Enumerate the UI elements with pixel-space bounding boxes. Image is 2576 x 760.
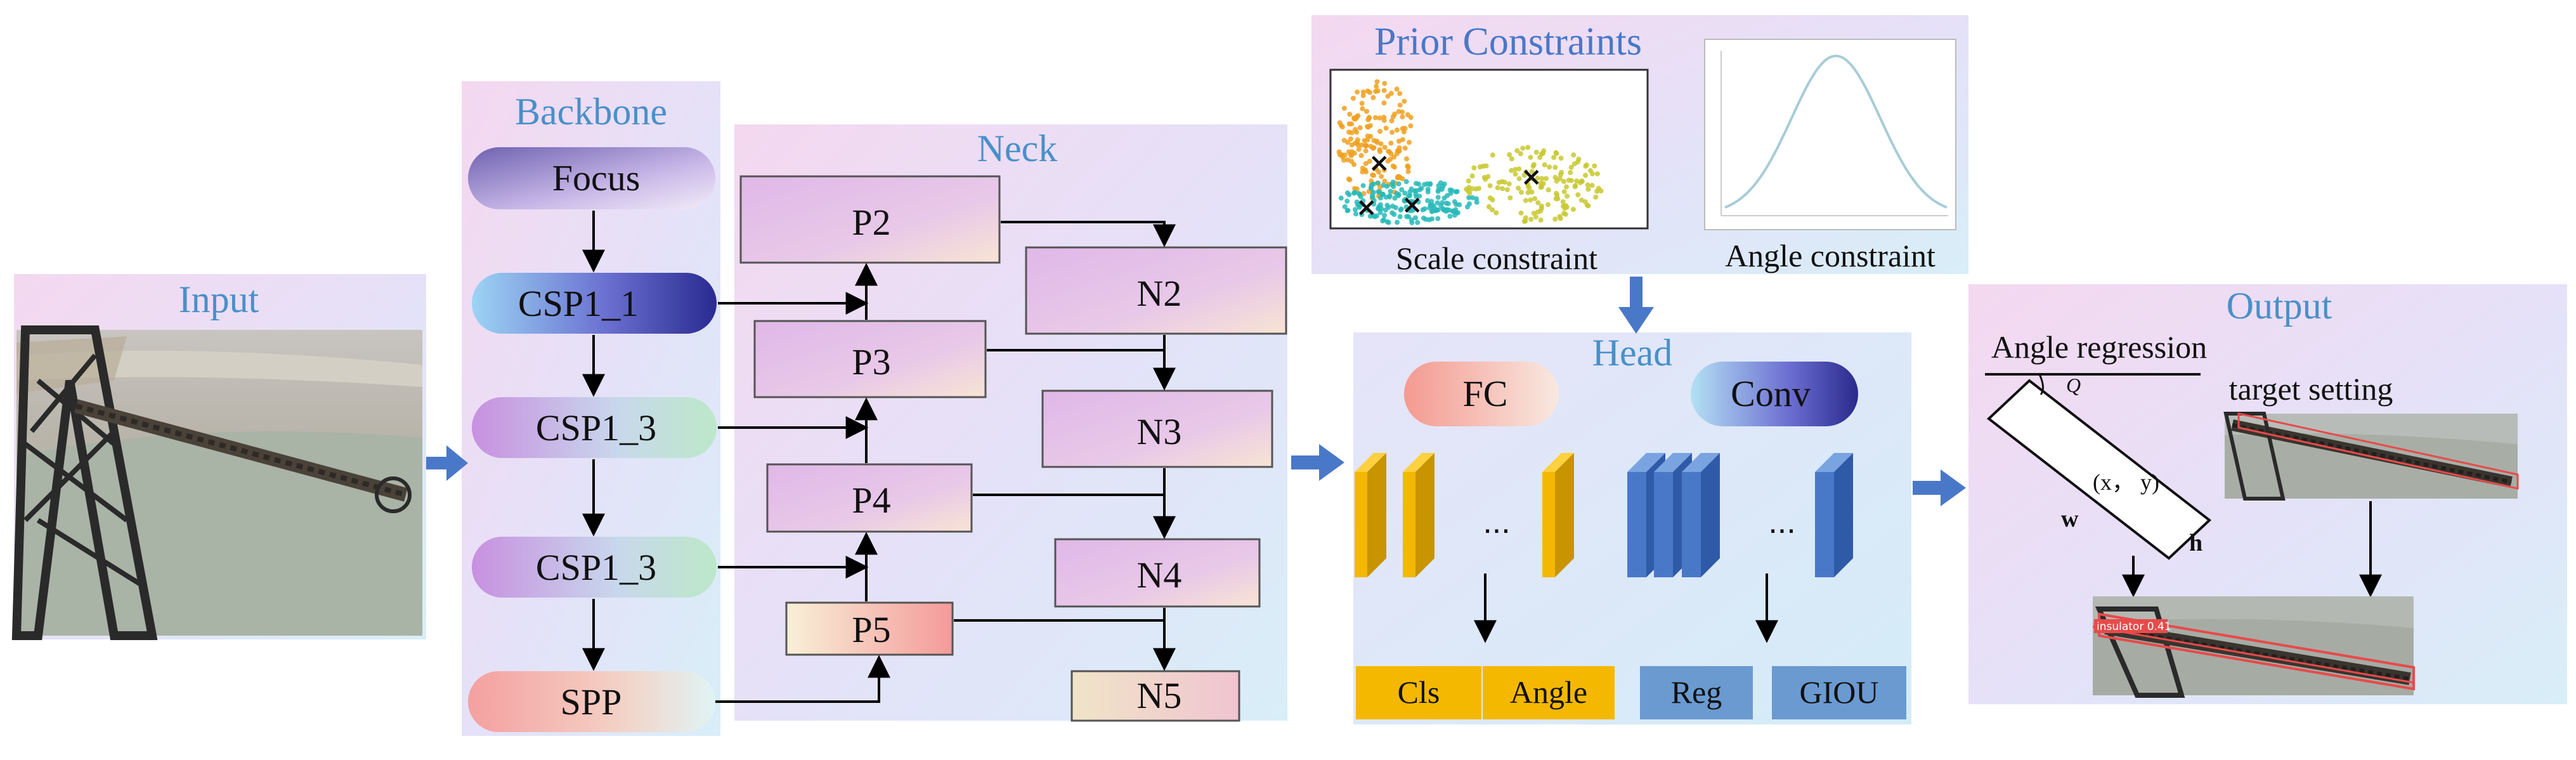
fc-feature-blocks: ...	[1355, 453, 1574, 577]
flow-arrows	[426, 444, 1966, 506]
p3-node: P3	[753, 320, 987, 398]
svg-text:Reg: Reg	[1671, 674, 1722, 710]
svg-text:×: ×	[1356, 193, 1377, 222]
input-to-backbone-arrow	[426, 445, 468, 481]
svg-text:P3: P3	[852, 341, 890, 383]
p4-node: P4	[766, 463, 973, 533]
csp1-1-node: CSP1_1	[472, 273, 717, 334]
scale-constraint-caption: Scale constraint	[1396, 240, 1597, 276]
svg-text:Q: Q	[2066, 374, 2081, 396]
spp-node: SPP	[468, 671, 715, 732]
svg-text:CSP1_3: CSP1_3	[536, 547, 656, 588]
n2-node: N2	[1025, 246, 1287, 335]
input-title: Input	[179, 278, 259, 320]
svg-text:×: ×	[1521, 162, 1542, 192]
svg-text:Conv: Conv	[1731, 373, 1811, 414]
angle-output: Angle	[1483, 666, 1615, 719]
svg-text:Focus: Focus	[552, 157, 641, 199]
head-to-output-arrow	[1913, 469, 1966, 506]
svg-text:(x， y): (x， y)	[2093, 469, 2159, 495]
scale-constraint-plot: × × × ×	[1329, 69, 1649, 230]
conv-node: Conv	[1691, 362, 1858, 426]
prior-to-head-arrow	[1618, 277, 1654, 334]
reg-output: Reg	[1640, 666, 1753, 719]
svg-text:...: ...	[1768, 504, 1795, 541]
svg-text:SPP: SPP	[561, 681, 622, 723]
angle-regression-label: Angle regression	[1991, 329, 2207, 365]
target-setting-image	[2223, 412, 2519, 501]
svg-text:GIOU: GIOU	[1800, 674, 1879, 710]
svg-text:N2: N2	[1137, 273, 1182, 314]
svg-text:P5: P5	[852, 609, 890, 650]
fc-block-3	[1542, 453, 1574, 577]
svg-text:CSP1_3: CSP1_3	[536, 407, 656, 449]
angle-constraint-caption: Angle constraint	[1725, 238, 1935, 273]
neck-title: Neck	[977, 128, 1058, 169]
head-title: Head	[1592, 332, 1673, 374]
neck-arrows	[715, 221, 1176, 703]
svg-text:h: h	[2189, 530, 2202, 556]
svg-text:insulator 0.41: insulator 0.41	[2097, 620, 2171, 633]
p2-node: P2	[739, 175, 1001, 264]
svg-text:×: ×	[1369, 148, 1390, 178]
rotated-box-diagram: Q (x， y) w h	[1986, 374, 2212, 560]
svg-text:P4: P4	[852, 480, 890, 521]
output-title: Output	[2227, 285, 2332, 327]
backbone-title: Backbone	[515, 91, 667, 133]
svg-text:N5: N5	[1137, 675, 1182, 716]
conv-block-3	[1682, 453, 1720, 577]
svg-text:×: ×	[1402, 190, 1423, 219]
svg-text:N4: N4	[1137, 554, 1182, 596]
svg-text:P2: P2	[852, 202, 890, 243]
conv-block-4	[1815, 453, 1853, 577]
svg-text:w: w	[2061, 506, 2079, 532]
svg-text:N3: N3	[1137, 411, 1182, 452]
giou-output: GIOU	[1772, 666, 1906, 719]
svg-text:Cls: Cls	[1398, 674, 1440, 710]
angle-constraint-plot	[1704, 39, 1956, 230]
n4-node: N4	[1054, 538, 1261, 608]
fc-node: FC	[1404, 362, 1559, 426]
svg-text:CSP1_1: CSP1_1	[518, 283, 639, 324]
target-setting-label: target setting	[2229, 371, 2393, 407]
input-image	[11, 325, 422, 640]
p5-node: P5	[785, 601, 954, 656]
focus-node: Focus	[468, 147, 715, 209]
svg-text:FC: FC	[1463, 373, 1508, 414]
prior-title: Prior Constraints	[1374, 20, 1642, 63]
n5-node: N5	[1070, 670, 1240, 722]
svg-text:Angle: Angle	[1510, 674, 1587, 710]
head-down-arrows	[1474, 573, 1778, 643]
fc-block-1	[1355, 453, 1386, 577]
cls-output: Cls	[1356, 666, 1481, 719]
output-down-arrows	[2122, 501, 2382, 598]
csp1-3-node-a: CSP1_3	[472, 397, 717, 458]
fc-block-2	[1403, 453, 1434, 577]
detection-result-image: insulator 0.41	[2092, 596, 2415, 698]
csp1-3-node-b: CSP1_3	[472, 537, 717, 598]
svg-text:...: ...	[1483, 504, 1510, 541]
n3-node: N3	[1041, 390, 1273, 468]
neck-to-head-arrow	[1291, 444, 1344, 481]
conv-feature-blocks: ...	[1627, 453, 1853, 577]
